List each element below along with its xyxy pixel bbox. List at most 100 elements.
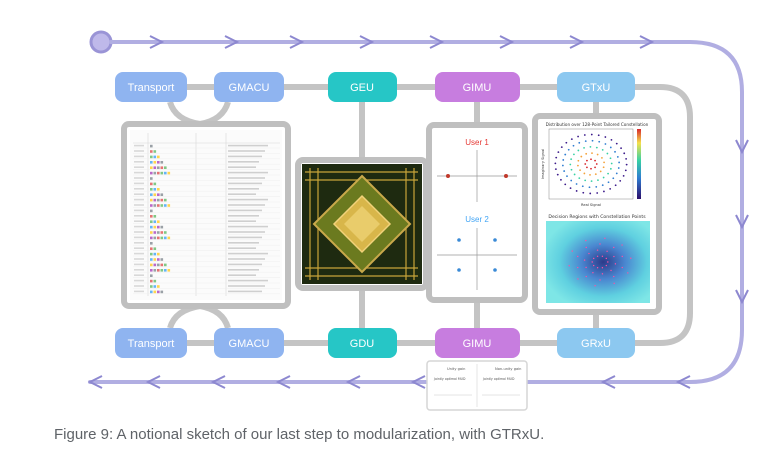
decision-point bbox=[610, 269, 612, 272]
constellation-point bbox=[577, 135, 579, 138]
table-marker bbox=[157, 198, 160, 202]
table-text-stub bbox=[134, 166, 144, 168]
figure-caption: Figure 9: A notional sketch of our last … bbox=[54, 426, 545, 443]
constellation-point bbox=[594, 166, 596, 169]
constellation-point bbox=[570, 158, 573, 161]
constellation-point bbox=[589, 146, 592, 148]
constellation-point bbox=[585, 152, 588, 155]
constellation-point bbox=[581, 185, 584, 188]
block-label: GMACU bbox=[229, 338, 270, 350]
decision-point bbox=[594, 285, 596, 287]
table-marker bbox=[150, 231, 153, 234]
constellation-ylabel: Imaginary Signal bbox=[541, 149, 545, 179]
table-panel bbox=[121, 121, 291, 309]
table-marker bbox=[164, 198, 167, 202]
table-marker bbox=[160, 263, 164, 267]
constellation-point bbox=[610, 162, 613, 165]
table-text-stub bbox=[228, 182, 262, 185]
table-marker bbox=[150, 155, 153, 159]
decision-point bbox=[583, 259, 586, 261]
table-marker bbox=[153, 285, 157, 288]
decision-points bbox=[568, 237, 632, 287]
decision-point bbox=[630, 257, 632, 259]
constellation-point bbox=[562, 159, 565, 161]
decision-point bbox=[621, 266, 623, 269]
table-marker bbox=[153, 290, 157, 294]
user2-point bbox=[493, 238, 497, 242]
constellation-xlabel: Real Signal bbox=[581, 203, 601, 207]
constellation-point bbox=[624, 169, 627, 172]
table-marker bbox=[153, 171, 157, 175]
block-label: GTxU bbox=[582, 82, 611, 94]
user2-point bbox=[457, 238, 461, 242]
constellation-point bbox=[591, 152, 593, 155]
flow-arrows-right bbox=[735, 139, 749, 305]
decision-region-plot bbox=[546, 221, 650, 303]
bottom-row-blocks: Transport GMACU GDU GIMU GRxU bbox=[115, 328, 635, 358]
table-marker bbox=[157, 193, 160, 196]
decision-point bbox=[591, 261, 593, 263]
table-marker bbox=[153, 182, 157, 186]
block-gtxu: GTxU bbox=[557, 72, 635, 102]
table-marker bbox=[157, 220, 160, 223]
table-marker bbox=[160, 198, 164, 202]
constellation-point bbox=[623, 152, 626, 155]
constellation-point bbox=[577, 164, 579, 167]
constellation-point bbox=[625, 157, 628, 160]
constellation-point bbox=[577, 159, 580, 162]
constellation-point bbox=[595, 185, 598, 188]
constellation-points bbox=[554, 133, 628, 195]
table-text-stub bbox=[134, 177, 144, 179]
constellation-point bbox=[606, 152, 609, 155]
table-marker bbox=[153, 279, 157, 283]
constellation-point bbox=[583, 172, 586, 175]
table-marker bbox=[157, 269, 160, 272]
decision-point bbox=[613, 246, 615, 249]
chip-panel bbox=[295, 157, 429, 291]
constellation-point bbox=[595, 163, 598, 165]
table-marker bbox=[153, 225, 157, 229]
constellation-point bbox=[594, 173, 597, 176]
constellation-point bbox=[570, 138, 573, 141]
decision-point bbox=[592, 257, 595, 260]
table-marker bbox=[167, 269, 171, 272]
table-marker bbox=[150, 144, 153, 148]
constellation-point bbox=[591, 139, 594, 142]
table-marker bbox=[150, 182, 153, 186]
table-text-stub bbox=[134, 258, 144, 260]
constellation-point bbox=[555, 156, 558, 159]
decision-point bbox=[605, 257, 608, 260]
constellation-point bbox=[620, 147, 622, 150]
table-marker bbox=[153, 188, 157, 191]
table-marker bbox=[164, 204, 167, 207]
table-marker bbox=[157, 290, 160, 294]
constellation-point bbox=[583, 146, 585, 149]
table-marker bbox=[150, 258, 153, 261]
table-marker bbox=[153, 155, 157, 159]
constellation-point bbox=[554, 162, 557, 165]
table-text-stub bbox=[134, 155, 144, 158]
table-text-stub bbox=[228, 252, 268, 255]
table-marker bbox=[150, 263, 153, 267]
constellation-point bbox=[599, 170, 602, 173]
flow-line bbox=[88, 40, 744, 384]
table-text-stub bbox=[134, 242, 144, 244]
table-marker bbox=[164, 236, 167, 240]
decision-point bbox=[606, 250, 608, 253]
constellation-point bbox=[604, 143, 607, 145]
constellation-point bbox=[570, 179, 573, 182]
table-text-stub bbox=[134, 188, 144, 190]
table-text-stub bbox=[228, 285, 265, 287]
table-rows bbox=[133, 144, 280, 294]
table-marker bbox=[150, 236, 153, 240]
block-label: GDU bbox=[350, 338, 375, 350]
constellation-plot-title: Distribution over 128-Point Tailored Con… bbox=[546, 122, 649, 127]
table-text-stub bbox=[228, 236, 262, 239]
decision-point bbox=[599, 243, 601, 245]
table-marker bbox=[153, 263, 157, 267]
table-marker bbox=[157, 204, 160, 207]
table-marker bbox=[160, 166, 164, 169]
table-text-stub bbox=[134, 144, 144, 147]
constellation-point bbox=[590, 133, 593, 136]
decision-point bbox=[592, 271, 594, 274]
